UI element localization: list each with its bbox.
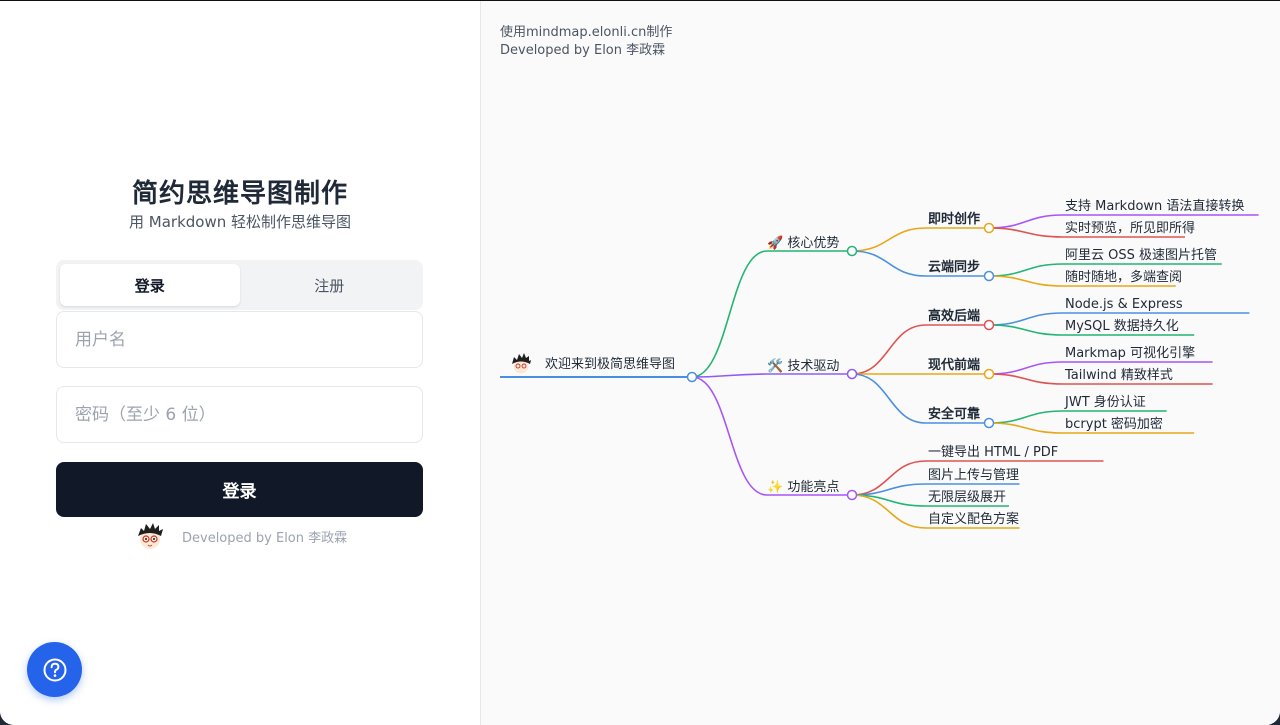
mindmap-link [988,263,1064,277]
mindmap-label: 即时创作 [928,211,980,227]
tab-login[interactable]: 登录 [60,264,240,306]
preview-header-credit: Developed by Elon 李政霖 [500,43,666,58]
mindmap-link [691,376,768,496]
mindmap-label: 安全可靠 [928,406,980,422]
mindmap-canvas[interactable]: 欢迎来到极简思维导图 🚀 核心优势 即时创作 支持 Markdown 语法直接转换实时… [481,1,1280,725]
mindmap-link [851,227,927,252]
node-toggle[interactable] [983,368,995,380]
mindmap-link [851,460,927,496]
mindmap-label: 🚀 核心优势 [767,235,839,251]
mindmap-label: 云端同步 [928,259,980,275]
page-subtitle: 用 Markdown 轻松制作思维导图 [129,213,351,231]
node-toggle[interactable] [846,368,858,380]
login-panel: 简约思维导图制作 用 Markdown 轻松制作思维导图 登录 注册 登录 De… [0,1,481,725]
mindmap-label: 自定义配色方案 [928,511,1019,527]
node-toggle[interactable] [846,245,858,257]
node-toggle[interactable] [983,417,995,429]
page-title: 简约思维导图制作 [131,179,348,209]
mindmap-label: 随时随地，多端查阅 [1065,269,1182,285]
mindmap-label: 欢迎来到极简思维导图 [545,356,675,372]
avatar-icon [138,523,163,549]
mindmap-link [988,324,1064,336]
node-toggle[interactable] [686,371,698,383]
credit-text: Developed by Elon 李政霖 [182,530,348,546]
mindmap-link [988,422,1064,434]
mindmap-link [851,250,927,277]
mindmap-label: 高效后端 [928,308,980,324]
preview-header-site: 使用mindmap.elonli.cn制作 [500,25,673,40]
mindmap-link [691,373,768,378]
mindmap-label: 图片上传与管理 [928,468,1019,483]
tab-register[interactable]: 注册 [314,276,345,295]
question-circle-icon [43,658,66,681]
mindmap-label: 实时预览，所见即所得 [1065,220,1195,236]
mindmap-label: MySQL 数据持久化 [1065,319,1179,334]
mindmap-preview: 使用mindmap.elonli.cn制作 Developed by Elon … [481,1,1280,725]
mindmap-link [988,275,1064,287]
mindmap-link [988,373,1064,385]
mindmap-link [988,214,1064,229]
help-button[interactable] [27,642,82,697]
username-input[interactable] [56,311,423,368]
mindmap-link [988,410,1064,424]
node-toggle[interactable] [983,222,995,234]
mindmap-label: Node.js & Express [1065,297,1183,312]
auth-tabs: 登录 注册 [56,260,423,310]
mindmap-label: 支持 Markdown 语法直接转换 [1065,198,1244,214]
mindmap-label: 🛠️ 技术驱动 [767,357,839,374]
mindmap-link [988,227,1064,238]
mindmap-link [851,494,927,529]
mindmap-link [988,312,1064,326]
mindmap-label: 一键导出 HTML / PDF [928,445,1058,460]
credit: Developed by Elon 李政霖 [134,519,347,553]
login-button[interactable]: 登录 [56,462,423,517]
mindmap-label: ✨ 功能亮点 [767,479,839,495]
mindmap-label: 无限层级展开 [928,490,1006,505]
mindmap-label: Markmap 可视化引擎 [1065,346,1195,361]
mindmap-link [691,250,768,378]
mindmap-label: bcrypt 密码加密 [1065,416,1163,432]
password-input[interactable] [56,386,423,443]
mindmap-label: 现代前端 [928,357,980,373]
mindmap-link [988,361,1064,375]
node-toggle[interactable] [983,319,995,331]
mindmap-label: Tailwind 精致样式 [1064,368,1173,383]
mindmap-link [851,373,927,424]
mindmap-link [851,324,927,375]
node-toggle[interactable] [983,270,995,282]
node-toggle[interactable] [846,489,858,501]
mindmap-label: JWT 身份认证 [1064,394,1146,410]
avatar-icon [512,353,531,374]
mindmap-label: 阿里云 OSS 极速图片托管 [1065,248,1217,263]
